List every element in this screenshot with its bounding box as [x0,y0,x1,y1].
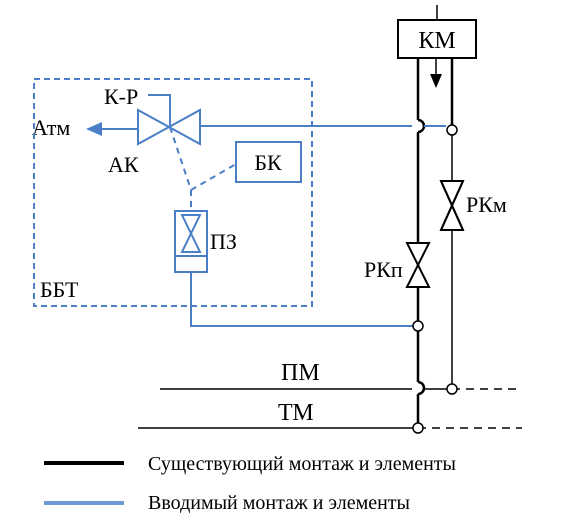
control-lines [169,126,237,211]
atm-label: Атм [32,115,70,140]
kr-actuator [148,94,171,127]
rkm-valve [439,180,465,231]
legend-existing-label: Существующий монтаж и элементы [148,453,456,475]
crossover-arc-1 [417,118,426,134]
bk-label: БК [254,150,282,175]
crossover-arc-2 [417,380,426,396]
legend-new-label: Вводимый монтаж и элементы [148,492,410,514]
tm-label: ТМ [278,400,314,426]
pz-label: ПЗ [210,229,237,254]
junctions [412,124,458,434]
ak-label: АК [108,152,139,177]
kr-label: К-Р [104,84,138,109]
junction-pz-left [412,320,424,332]
junction-tm-left [412,422,424,434]
pm-label: ПМ [281,360,320,386]
junction-ak-right [446,124,458,136]
existing-thin-lines [138,130,522,429]
bbt-label: ББТ [40,277,79,302]
junction-pm-right [446,383,458,395]
atm-arrow [86,122,102,136]
pz-valve [174,210,208,273]
km-outlet-arrow [430,58,442,88]
legend: Существующий монтаж и элементы Вводимый … [44,453,456,514]
existing-piping [416,58,454,428]
rkp-label: РКп [364,257,403,282]
pz-return-pipe [190,272,413,327]
new-piping [100,125,446,327]
bk-box [235,141,302,183]
bbt-enclosure [33,78,313,307]
km-label: КМ [418,28,455,54]
rkm-label: РКм [466,192,507,217]
rkp-valve [405,242,431,288]
